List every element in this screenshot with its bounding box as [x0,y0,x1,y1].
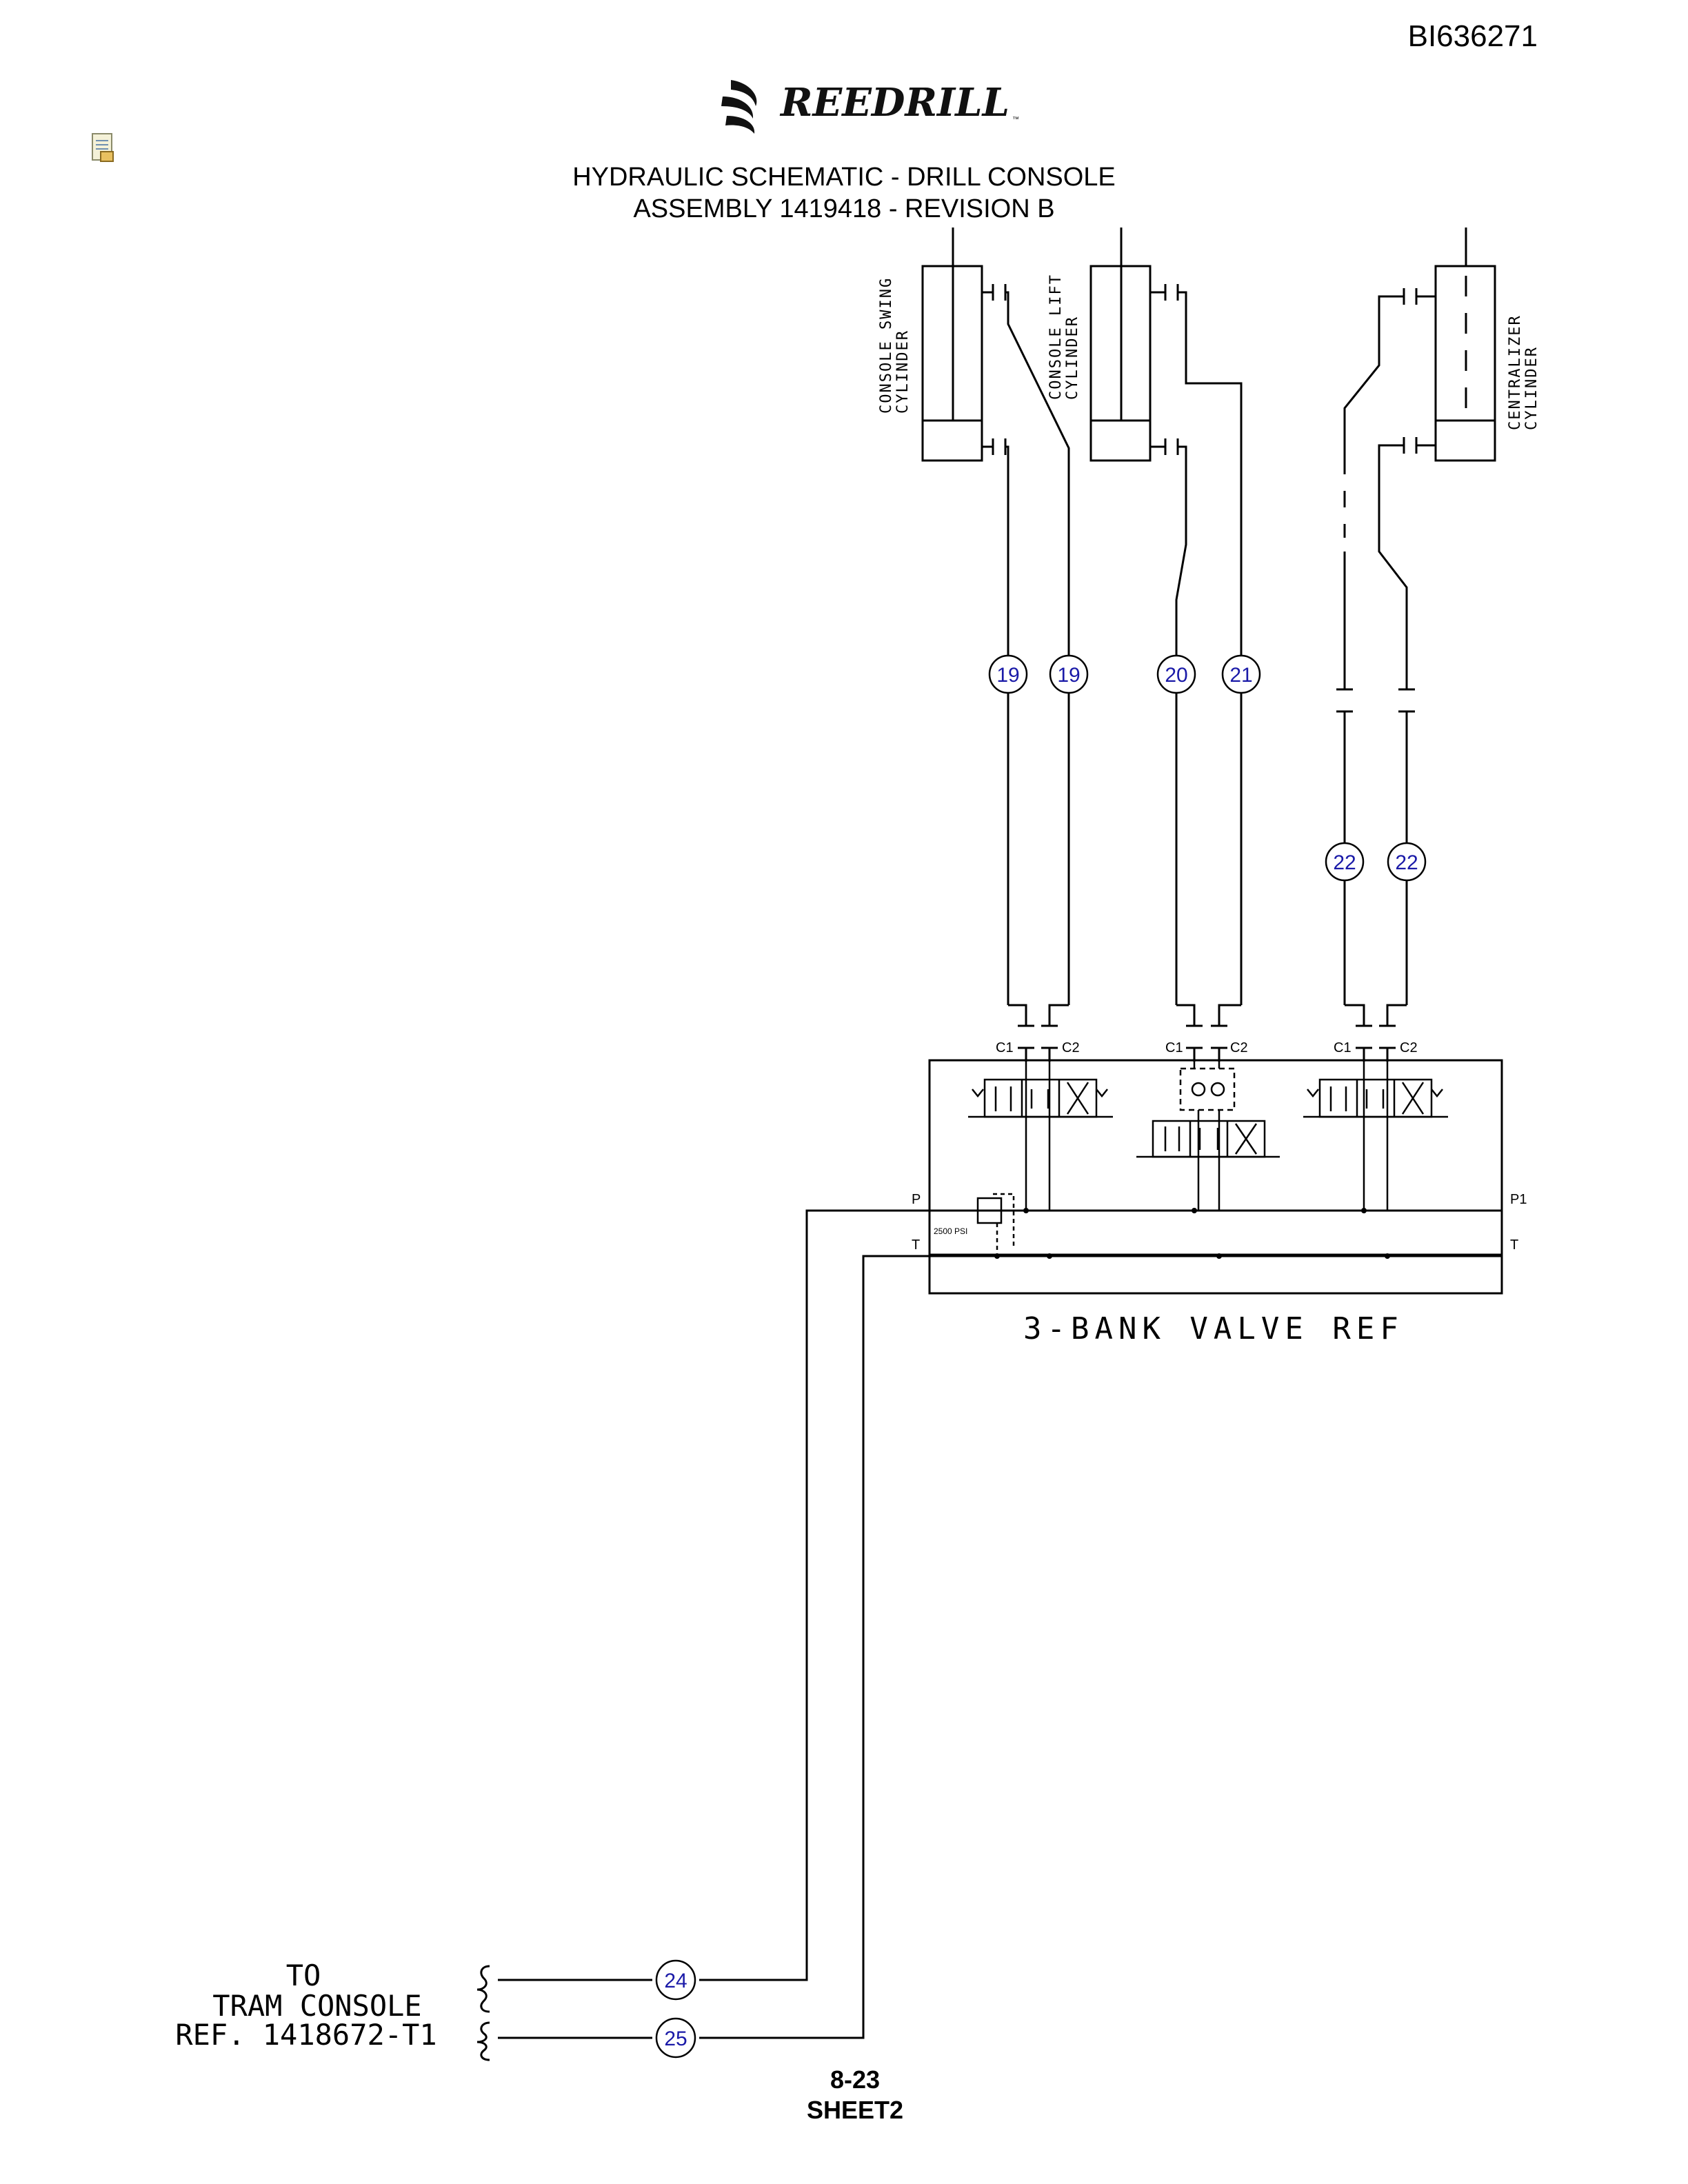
valve-section-2 [1136,1062,1280,1211]
port-label-c1: C1 [996,1040,1014,1055]
reedrill-logo: REEDRILL ™ [721,80,1019,134]
callout-text: 25 [664,2028,687,2050]
port-label-c1: C1 [1165,1040,1183,1055]
callout-text: 20 [1165,664,1187,687]
callout-text: 19 [996,664,1019,687]
sheet-label: SHEET2 [806,2096,904,2124]
port-label-t: T [1510,1237,1518,1253]
document-icon[interactable] [90,132,117,164]
callout-text: 22 [1395,851,1418,874]
assembly-revision: ASSEMBLY 1419418 - REVISION B [633,194,1055,223]
relief-valve [976,1193,1015,1256]
port-label-p1: P1 [1510,1192,1527,1207]
swing-cylinder-label-1: CONSOLE SWING [878,277,895,414]
tram-console-brace [476,1965,490,2061]
port-label-p: P [912,1192,921,1207]
centralizer-cylinder [1336,228,1496,1005]
relief-setting-label: 2500 PSI [934,1226,967,1236]
callout-24-pressure [655,1959,696,2001]
callout-text: 19 [1057,664,1080,687]
callout-text: 24 [664,1970,687,1992]
tram-console-ref: REF. 1418672-T1 [175,2018,436,2052]
callout-20-lift-a [1156,654,1196,694]
valve-section-1 [968,1062,1113,1211]
callout-25-tank [655,2017,696,2059]
port-label-c1: C1 [1334,1040,1352,1055]
callout-22-cent-a [1325,842,1365,882]
valve-section-3 [1303,1062,1448,1211]
tram-console-name: TRAM CONSOLE [212,1989,421,2023]
schematic-title: HYDRAULIC SCHEMATIC - DRILL CONSOLE [572,163,1116,192]
port-label-c2: C2 [1062,1040,1080,1055]
callout-22-cent-b [1387,842,1427,882]
port-label-t: T [912,1237,920,1253]
callout-text: 21 [1229,664,1252,687]
pressure-line [498,1209,930,1981]
document-id: BI636271 [1407,19,1538,53]
console-swing-cylinder [921,228,1070,1005]
port-label-c2: C2 [1400,1040,1418,1055]
lift-cylinder-label-1: CONSOLE LIFT [1047,274,1065,400]
trademark-mark: ™ [1012,116,1019,123]
port-label-c2: C2 [1230,1040,1248,1055]
three-bank-valve [928,1059,1503,1295]
valve-work-port-lines [1008,1004,1407,1062]
brand-name: REEDRILL [779,80,1009,125]
callout-19-swing-b [1049,654,1089,694]
callout-text: 22 [1333,851,1356,874]
page-number: 8-23 [830,2065,881,2094]
centralizer-label-1: CENTRALIZER [1507,314,1524,430]
callout-21-lift-b [1221,654,1261,694]
tank-line [498,1255,930,2039]
swing-cylinder-label-2: CYLINDER [894,330,912,414]
tram-console-to: TO [286,1959,321,1992]
callout-19-swing-a [988,654,1028,694]
lift-cylinder-label-2: CYLINDER [1064,316,1081,400]
reedrill-swirl-icon [721,80,757,134]
valve-reference-label: 3-BANK VALVE REF [1023,1311,1404,1346]
console-lift-cylinder [1089,228,1243,1005]
centralizer-label-2: CYLINDER [1523,346,1540,430]
